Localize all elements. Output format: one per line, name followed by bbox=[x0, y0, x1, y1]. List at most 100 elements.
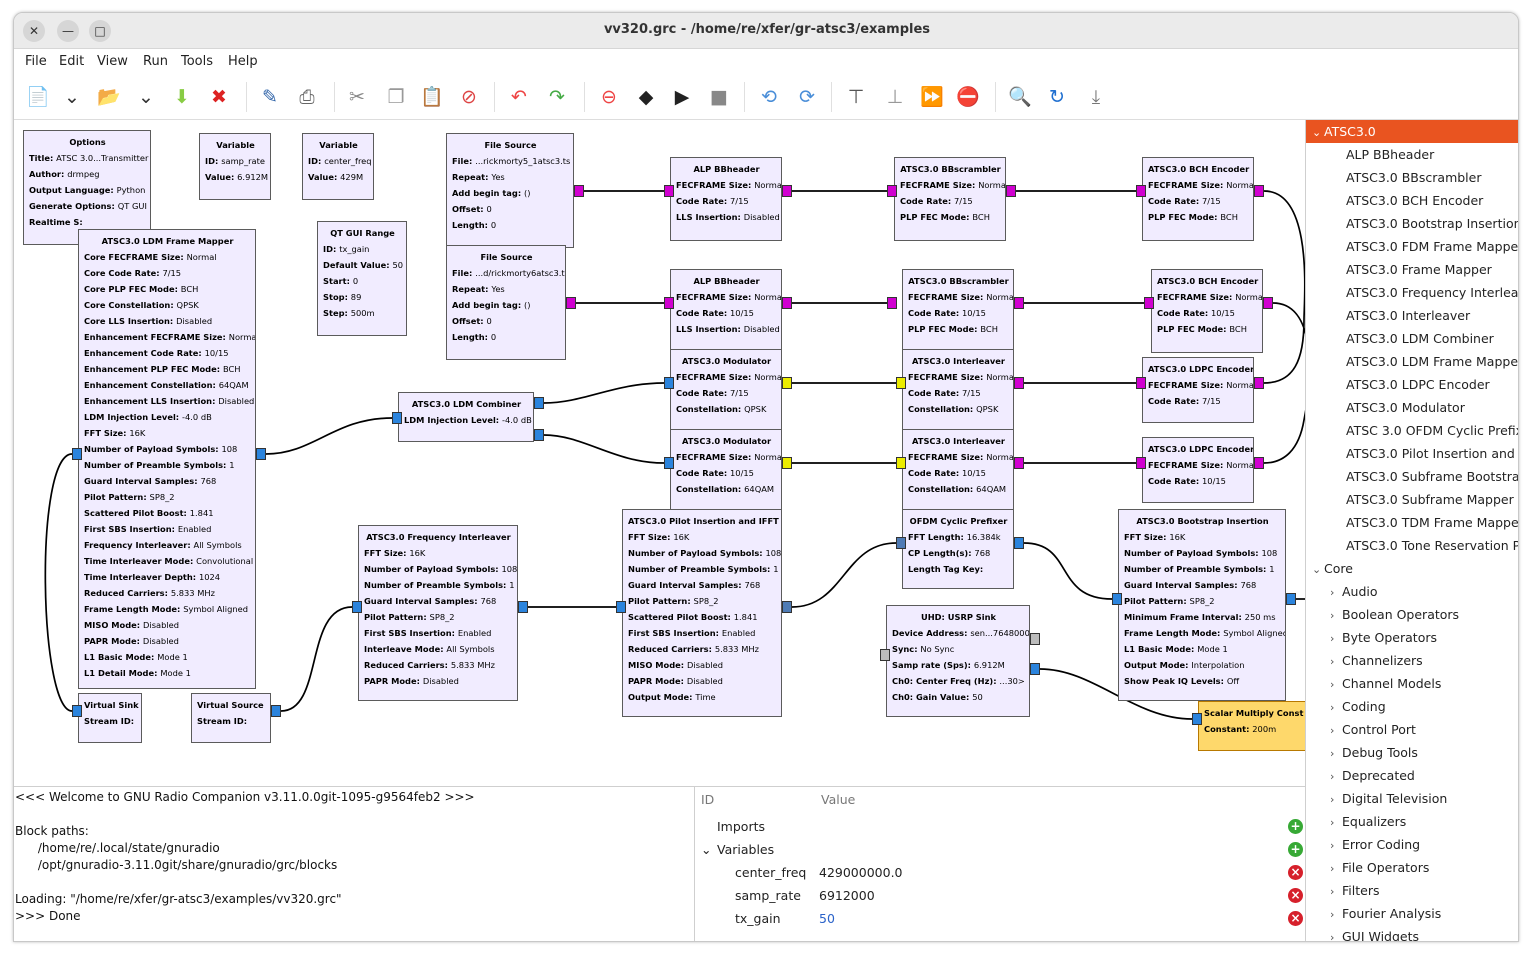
add-icon[interactable]: + bbox=[1288, 842, 1303, 857]
save-icon[interactable]: ⬇ bbox=[174, 86, 190, 108]
block-port[interactable] bbox=[1006, 185, 1016, 197]
tree-category-core[interactable]: ⌄Core bbox=[1312, 557, 1353, 580]
block-port[interactable] bbox=[616, 601, 626, 613]
remove-icon[interactable]: × bbox=[1288, 865, 1303, 880]
tree-item[interactable]: ATSC3.0 LDM Frame Mapper bbox=[1346, 354, 1519, 369]
open-icon[interactable]: 📂 bbox=[97, 86, 121, 108]
block-port[interactable] bbox=[887, 185, 897, 197]
cut-icon[interactable]: ✂ bbox=[349, 86, 365, 108]
generate-icon[interactable]: ◆ bbox=[638, 86, 654, 108]
tree-item[interactable]: ATSC3.0 Subframe Mapper bbox=[1346, 492, 1514, 507]
block-port[interactable] bbox=[534, 429, 544, 441]
wire[interactable] bbox=[280, 606, 353, 712]
block-port[interactable] bbox=[1263, 297, 1273, 309]
tree-subcategory[interactable]: ›Deprecated bbox=[1330, 764, 1415, 787]
block-port[interactable] bbox=[880, 649, 890, 661]
tree-subcategory[interactable]: ›File Operators bbox=[1330, 856, 1429, 879]
block-port[interactable] bbox=[574, 185, 584, 197]
paste-icon[interactable]: 📋 bbox=[420, 86, 444, 108]
block-port[interactable] bbox=[664, 377, 674, 389]
new-icon[interactable]: 📄 bbox=[26, 86, 50, 108]
variable-id[interactable]: Imports bbox=[717, 819, 765, 834]
variable-id[interactable]: Variables bbox=[717, 842, 775, 857]
tree-subcategory[interactable]: ›Digital Television bbox=[1330, 787, 1447, 810]
remove-icon[interactable]: × bbox=[1288, 911, 1303, 926]
variable-id[interactable]: center_freq bbox=[735, 865, 807, 880]
block-port[interactable] bbox=[1014, 457, 1024, 469]
tree-item[interactable]: ATSC3.0 Frame Mapper bbox=[1346, 262, 1492, 277]
block-port[interactable] bbox=[1136, 185, 1146, 197]
wire[interactable] bbox=[1039, 668, 1193, 720]
block-port[interactable] bbox=[352, 601, 362, 613]
tree-item[interactable]: ATSC3.0 Frequency Interleaver bbox=[1346, 285, 1519, 300]
disable-blocks-icon[interactable]: ⊥ bbox=[886, 86, 904, 108]
tree-item[interactable]: ATSC3.0 BCH Encoder bbox=[1346, 193, 1484, 208]
rotate-cw-icon[interactable]: ⟳ bbox=[799, 86, 815, 108]
open-dropdown-icon[interactable]: ⌄ bbox=[138, 86, 154, 108]
tree-item[interactable]: ATSC3.0 Bootstrap Insertion bbox=[1346, 216, 1519, 231]
block-port[interactable] bbox=[1254, 457, 1264, 469]
reload-icon[interactable]: ↻ bbox=[1049, 86, 1065, 108]
block-port[interactable] bbox=[1014, 377, 1024, 389]
block-port[interactable] bbox=[1030, 633, 1040, 645]
block-port[interactable] bbox=[896, 377, 906, 389]
block-port[interactable] bbox=[1254, 185, 1264, 197]
block-port[interactable] bbox=[1254, 377, 1264, 389]
delete-icon[interactable]: ⊘ bbox=[461, 86, 477, 108]
block-port[interactable] bbox=[1136, 377, 1146, 389]
tree-subcategory[interactable]: ›Fourier Analysis bbox=[1330, 902, 1441, 925]
variable-id[interactable]: samp_rate bbox=[735, 888, 801, 903]
block-port[interactable] bbox=[271, 705, 281, 717]
tree-subcategory[interactable]: ›Channelizers bbox=[1330, 649, 1423, 672]
block-port[interactable] bbox=[1192, 713, 1202, 725]
rotate-ccw-icon[interactable]: ⟲ bbox=[761, 86, 777, 108]
variable-value[interactable]: 429000000.0 bbox=[819, 865, 903, 880]
tree-item[interactable]: ATSC3.0 Modulator bbox=[1346, 400, 1465, 415]
menu-help[interactable]: Help bbox=[228, 54, 258, 69]
block-port[interactable] bbox=[782, 601, 792, 613]
add-icon[interactable]: + bbox=[1288, 819, 1303, 834]
block-port[interactable] bbox=[566, 297, 576, 309]
block-port[interactable] bbox=[256, 448, 266, 460]
minimize-window-icon[interactable]: — bbox=[57, 20, 79, 42]
tree-subcategory[interactable]: ›Boolean Operators bbox=[1330, 603, 1459, 626]
wire[interactable] bbox=[543, 382, 665, 404]
wire[interactable] bbox=[1263, 190, 1305, 384]
new-dropdown-icon[interactable]: ⌄ bbox=[64, 86, 80, 108]
undo-icon[interactable]: ↶ bbox=[511, 86, 527, 108]
block-port[interactable] bbox=[1112, 593, 1122, 605]
block-port[interactable] bbox=[1136, 457, 1146, 469]
tree-subcategory[interactable]: ›GUI Widgets bbox=[1330, 925, 1419, 941]
maximize-window-icon[interactable]: □ bbox=[89, 20, 111, 42]
menu-file[interactable]: File bbox=[25, 54, 47, 69]
tree-subcategory[interactable]: ›Equalizers bbox=[1330, 810, 1406, 833]
block-port[interactable] bbox=[1014, 297, 1024, 309]
remove-icon[interactable]: × bbox=[1288, 888, 1303, 903]
menu-run[interactable]: Run bbox=[143, 54, 168, 69]
variable-value[interactable]: 6912000 bbox=[819, 888, 875, 903]
wire[interactable] bbox=[543, 434, 665, 464]
block-port[interactable] bbox=[1030, 663, 1040, 675]
kill-icon[interactable]: ⛔ bbox=[956, 86, 980, 108]
find-block-icon[interactable]: 🔍 bbox=[1008, 86, 1032, 108]
block-port[interactable] bbox=[782, 297, 792, 309]
expander-icon[interactable]: ⌄ bbox=[701, 842, 712, 857]
execute-icon[interactable]: ▶ bbox=[674, 86, 690, 108]
enable-blocks-icon[interactable]: ⊤ bbox=[847, 86, 865, 108]
